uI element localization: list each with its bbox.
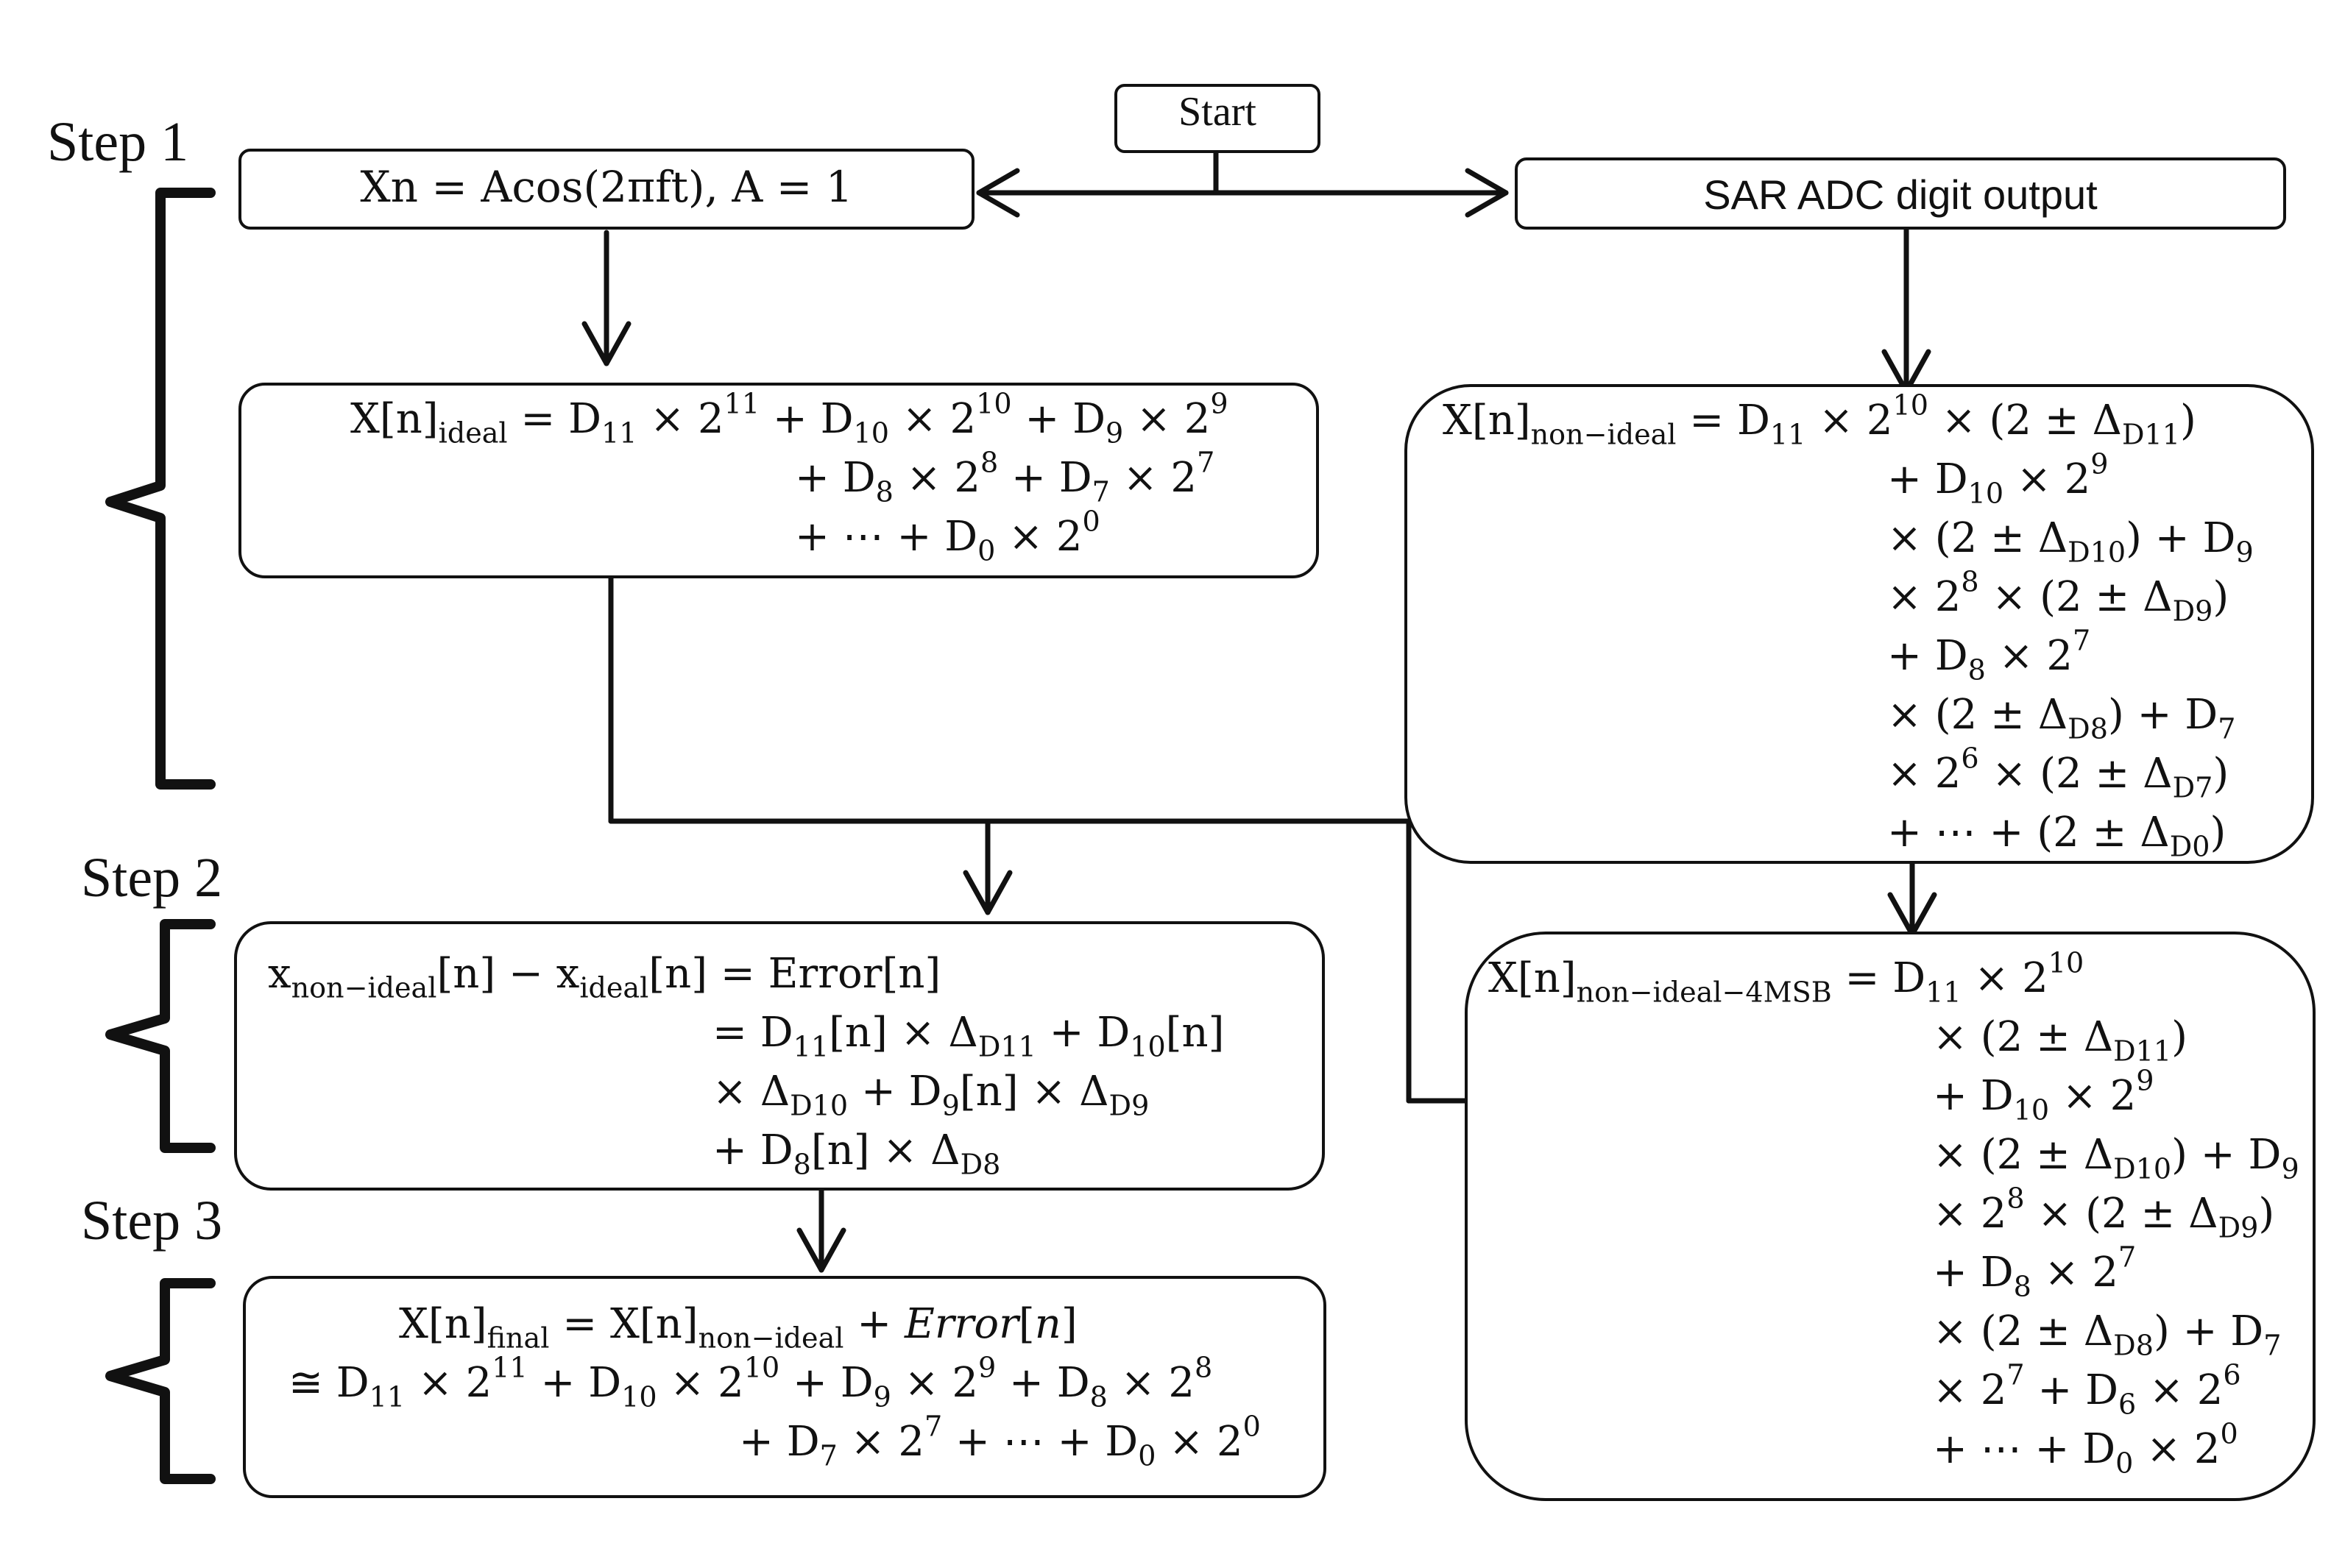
step3-label: Step 3 [81, 1190, 223, 1252]
nonideal-eq-line: X[n]non−ideal = D11 × 210 × (2 ± ΔD11) [1443, 389, 2196, 451]
error-eq-line: + D8[n] × ΔD8 [712, 1127, 1001, 1181]
nonideal-eq-line: × 28 × (2 ± ΔD9) [1887, 565, 2229, 628]
ideal-eq-line: + ⋯ + D0 × 20 [795, 505, 1100, 567]
error-eq-line: × ΔD10 + D9[n] × ΔD9 [712, 1068, 1150, 1122]
ideal-eq-line: X[n]ideal = D11 × 211 + D10 × 210 + D9 ×… [350, 387, 1228, 450]
final-equation-box [243, 1276, 1326, 1498]
step2-brace [105, 919, 216, 1153]
step1-label: Step 1 [47, 111, 189, 173]
junction-to-error-arrowhead [963, 870, 1013, 915]
nonideal-equation-box [1404, 384, 2314, 864]
start-left-arrowhead [976, 168, 1020, 218]
ideal-equation-box [238, 383, 1319, 578]
step2-label: Step 2 [81, 847, 223, 909]
input-signal-label: Xn = Acos(2πft), A = 1 [360, 162, 853, 212]
step3-brace [105, 1278, 216, 1484]
error-eq-line: xnon−ideal[n] − xideal[n] = Error[n] [268, 950, 941, 1004]
final-eq-line: + D7 × 27 + ⋯ + D0 × 20 [739, 1410, 1261, 1472]
msb-eq-line: × 27 + D6 × 26 [1933, 1358, 2241, 1421]
msb-eq-line: × (2 ± ΔD10) + D9 [1933, 1131, 2299, 1185]
step1-brace [105, 188, 216, 790]
input-signal-box: Xn = Acos(2πft), A = 1 [238, 149, 975, 230]
error-eq-line: = D11[n] × ΔD11 + D10[n] [712, 1009, 1225, 1063]
msb-eq-line: X[n]non−ideal−4MSB = D11 × 210 [1488, 949, 2084, 1009]
nonideal-eq-line: + D8 × 27 [1887, 624, 2091, 687]
start-label: Start [1178, 89, 1256, 135]
final-eq-line: X[n]final = X[n]non−ideal + Error[n] [399, 1300, 1078, 1355]
error-to-final-arrowhead [796, 1227, 846, 1273]
input-to-ideal-arrowhead [581, 321, 632, 366]
nonideal-eq-line: × 26 × (2 ± ΔD7) [1887, 742, 2229, 804]
nonideal-eq-line: × (2 ± ΔD8) + D7 [1887, 691, 2236, 745]
msb-eq-line: + D10 × 29 [1933, 1064, 2154, 1127]
nonideal-4msb-equation-box [1465, 932, 2316, 1501]
msb-eq-line: × (2 ± ΔD8) + D7 [1933, 1308, 2282, 1362]
start-right-arrowhead [1465, 168, 1509, 218]
nonideal-eq-line: + D10 × 29 [1887, 447, 2109, 510]
ideal-eq-line: + D8 × 28 + D7 × 27 [795, 446, 1215, 508]
msb-eq-line: + ⋯ + D0 × 20 [1933, 1417, 2238, 1479]
sar-output-label: SAR ADC digit output [1703, 171, 2098, 218]
nonideal-4msb-equation: X[n]non−ideal−4MSB = D11 × 210 × (2 ± ΔD… [1488, 949, 2313, 1479]
msb-eq-line: × (2 ± ΔD11) [1933, 1013, 2188, 1068]
ideal-equation: X[n]ideal = D11 × 211 + D10 × 210 + D9 ×… [350, 387, 1228, 567]
error-equation: xnon−ideal[n] − xideal[n] = Error[n] = D… [268, 945, 1224, 1180]
nonideal-equation: X[n]non−ideal = D11 × 210 × (2 ± ΔD11) +… [1443, 391, 2254, 862]
sar-output-box: SAR ADC digit output [1515, 157, 2286, 230]
msb-eq-line: × 28 × (2 ± ΔD9) [1933, 1182, 2275, 1244]
start-box: Start [1114, 84, 1320, 153]
nonideal-eq-line: × (2 ± ΔD10) + D9 [1887, 514, 2254, 569]
error-equation-box [234, 921, 1325, 1191]
msb-eq-line: + D8 × 27 [1933, 1241, 2137, 1303]
final-equation: X[n]final = X[n]non−ideal + Error[n] ≅ D… [289, 1295, 1261, 1472]
nonideal-eq-line: + ⋯ + (2 ± ΔD0) [1887, 809, 2226, 863]
final-eq-line: ≅ D11 × 211 + D10 × 210 + D9 × 29 + D8 ×… [289, 1351, 1213, 1413]
